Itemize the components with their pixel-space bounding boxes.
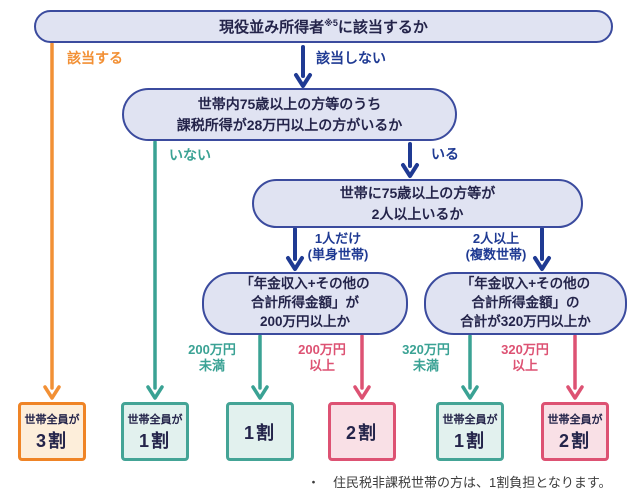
result-value: 2割 [345,422,378,443]
result-box-all-10-percent-b: 世帯全員が 1割 [436,402,504,461]
arrow-head-navy-2 [401,163,419,178]
result-value: 1割 [453,430,486,451]
branch-label-line: 以上 [308,358,336,374]
question-line: 「年金収入+その他の [240,276,370,292]
result-value: 2割 [558,430,591,451]
question-line: 世帯に75歳以上の方等が [339,185,496,202]
result-box-all-10-percent-a: 世帯全員が 1割 [121,402,189,461]
result-prefix: 世帯全員が [24,413,80,426]
branch-label-not-applies: 該当しない [316,50,386,66]
branch-label-multi-household: 2人以上 (複数世帯) [466,231,527,264]
footnote-text: ・ 住民税非課税世帯の方は、1割負担となります。 [307,475,612,490]
arrow-head-teal-2 [251,385,269,400]
arrow-head-pink-2 [566,385,584,400]
question-box-pension-200: 「年金収入+その他の 合計所得金額」が 200万円以上か [202,272,408,335]
footnote-marker: ※5 [324,18,338,28]
question-line: 合計所得金額」の [471,295,580,311]
branch-label-under-320: 320万円 未満 [402,342,450,375]
result-prefix: 世帯全員が [547,413,603,426]
branch-label-line: 2人以上 [472,231,520,246]
question-line: 200万円以上か [259,313,351,329]
question-box-pension-320: 「年金収入+その他の 合計所得金額」の 合計が320万円以上か [424,272,627,335]
branch-label-exists: いる [431,146,459,162]
result-value: 1割 [243,422,276,443]
arrow-head-teal-1 [146,385,164,400]
result-box-20-percent: 2割 [328,402,396,461]
branch-label-applies: 該当する [67,50,123,66]
branch-label-line: 以上 [511,358,539,374]
branch-label-line: (複数世帯) [465,247,527,263]
branch-label-line: 200万円 [298,342,346,357]
arrow-head-pink-1 [353,385,371,400]
result-box-all-30-percent: 世帯全員が 3割 [18,402,86,461]
branch-label-line: (単身世帯) [307,247,369,263]
branch-label-line: 未満 [198,358,226,374]
arrow-head-teal-3 [461,385,479,400]
branch-label-over-320: 320万円 以上 [501,342,549,375]
arrow-head-navy-3 [286,256,304,271]
branch-label-over-200: 200万円 以上 [298,342,346,375]
question-line: 2人以上いるか [371,205,464,222]
question-line: 合計が320万円以上か [460,313,591,329]
branch-label-line: 320万円 [501,342,549,357]
result-prefix: 世帯全員が [127,413,183,426]
branch-label-line: 320万円 [402,342,450,357]
branch-label-under-200: 200万円 未満 [188,342,236,375]
question-line: 合計所得金額」が [251,295,359,311]
question-box-active-income-text: 現役並み所得者※5に該当するか [219,18,428,36]
result-value: 3割 [35,430,68,451]
result-box-all-20-percent: 世帯全員が 2割 [541,402,609,461]
question-box-active-income: 現役並み所得者※5に該当するか [34,10,613,43]
arrow-head-navy-1 [294,73,312,88]
branch-label-line: 1人だけ [314,231,362,246]
question-box-two-or-more-members: 世帯に75歳以上の方等が 2人以上いるか [252,179,583,228]
question-line: 世帯内75歳以上の方等のうち [197,96,382,113]
arrow-head-orange [43,385,61,400]
question-line: 「年金収入+その他の [460,276,591,292]
branch-label-line: 200万円 [188,342,236,357]
question-box-taxable-income-28: 世帯内75歳以上の方等のうち 課税所得が28万円以上の方がいるか [122,88,457,141]
result-box-10-percent: 1割 [226,402,294,461]
result-value: 1割 [138,430,171,451]
result-prefix: 世帯全員が [442,413,498,426]
arrow-head-navy-4 [533,256,551,271]
question-line: 課税所得が28万円以上の方がいるか [176,116,403,133]
branch-label-none: いない [169,147,211,163]
branch-label-line: 未満 [412,358,440,374]
branch-label-single-household: 1人だけ (単身世帯) [308,231,369,264]
